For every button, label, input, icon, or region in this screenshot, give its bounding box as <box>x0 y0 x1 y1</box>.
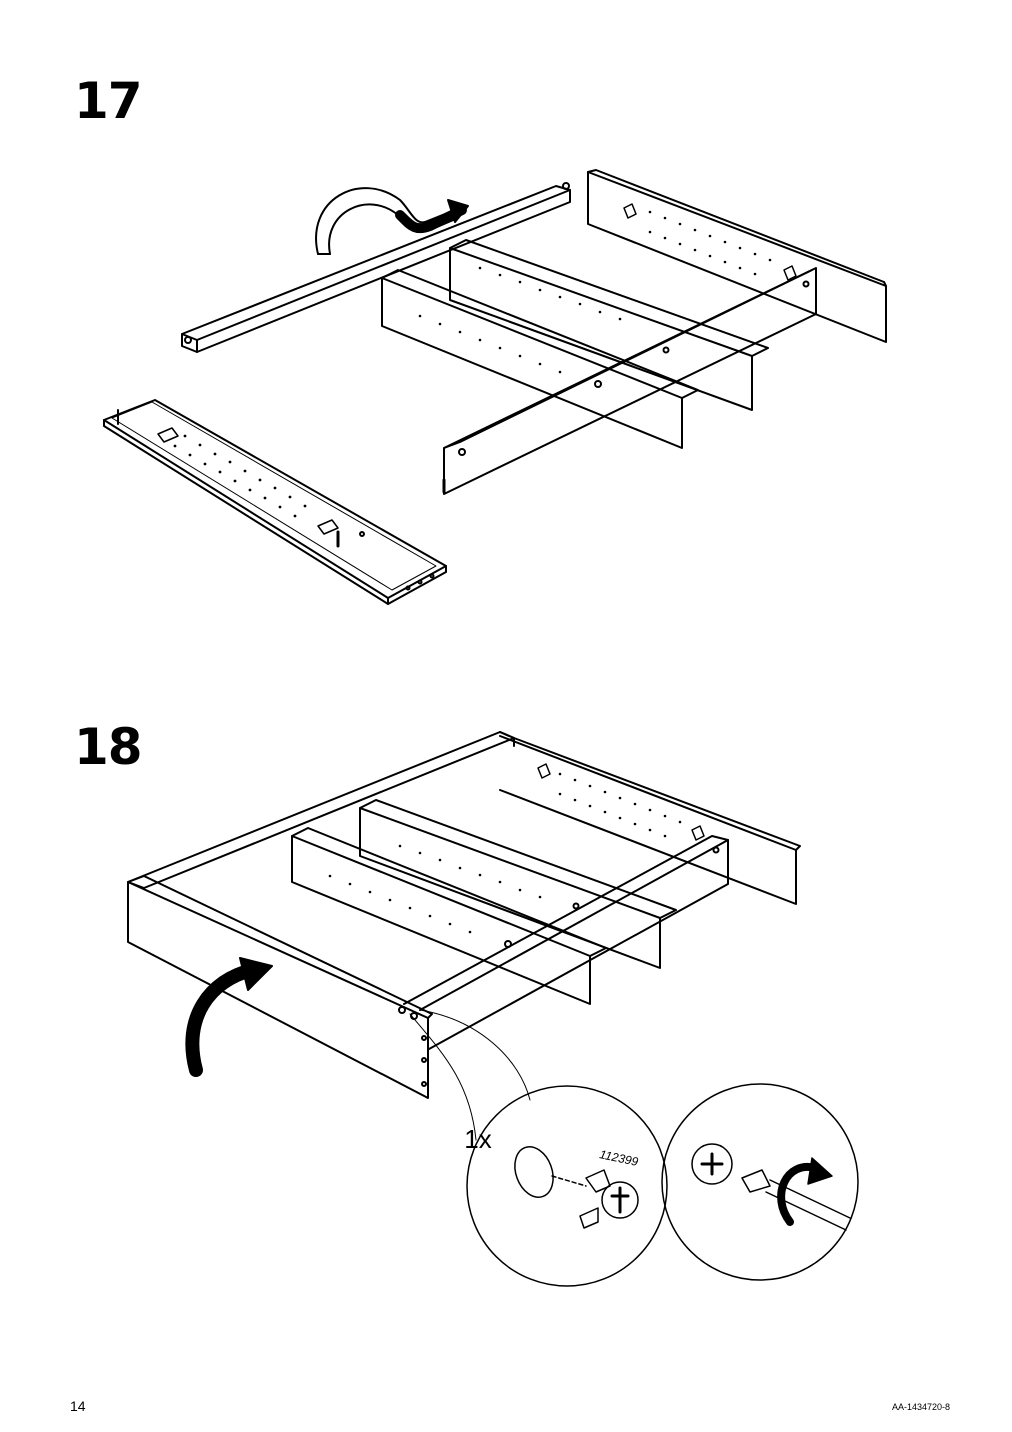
front-side-panel <box>127 875 433 1099</box>
step-17-number: 17 <box>74 72 143 130</box>
front-cross-beam <box>442 267 817 495</box>
part-count-label: 1x <box>464 1124 491 1154</box>
left-rail <box>127 731 515 897</box>
part-id-label: 112399 <box>598 1147 640 1169</box>
loose-top-rail <box>181 182 571 353</box>
cross-beam-18 <box>403 835 729 1055</box>
step-18-number: 18 <box>74 718 143 776</box>
back-side-panel <box>587 169 887 343</box>
curved-arrow-icon <box>315 187 469 255</box>
loose-side-rail <box>103 399 447 605</box>
rotate-arrow-icon <box>777 1157 833 1226</box>
callout-leader <box>409 1009 531 1141</box>
step-17-illustration <box>103 169 887 605</box>
detail-circle-fitting <box>466 1085 668 1287</box>
inner-slats <box>381 239 769 449</box>
document-code: AA-1434720-8 <box>891 1402 950 1412</box>
curved-arrow-icon <box>185 957 273 1077</box>
cam-lock-icon <box>579 1169 639 1229</box>
inner-slats-18 <box>291 799 677 1005</box>
cam-lock-icon <box>691 1143 733 1185</box>
detail-circle-tighten <box>661 1083 859 1281</box>
back-side-panel-18 <box>499 735 801 905</box>
step-18-illustration: 1x 112399 <box>127 731 859 1287</box>
page-number: 14 <box>70 1398 86 1414</box>
screwdriver-icon <box>741 1169 851 1231</box>
